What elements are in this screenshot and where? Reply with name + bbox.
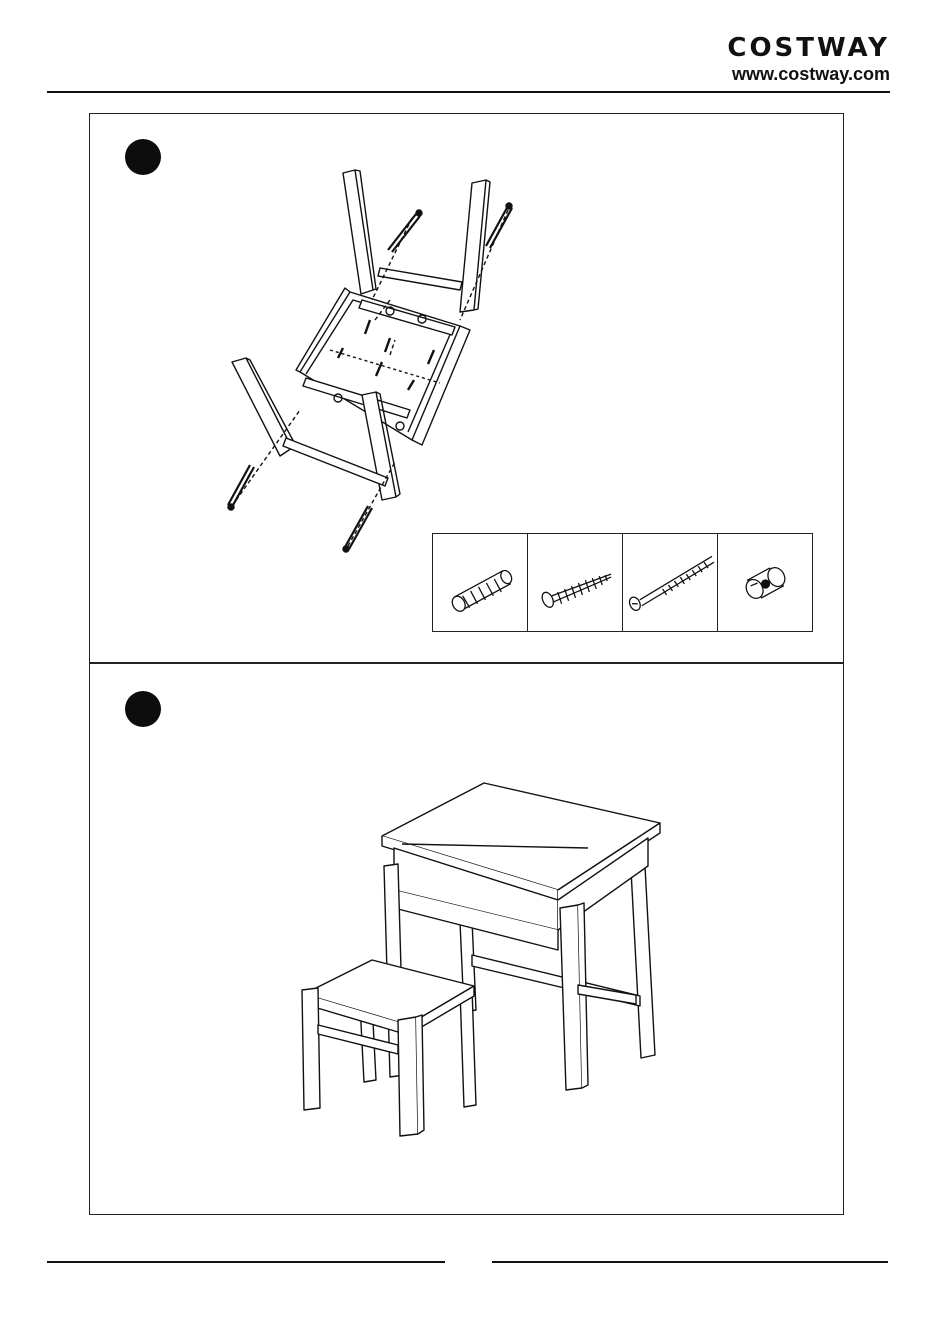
header-rule	[47, 91, 890, 93]
footer-rule-left	[47, 1261, 445, 1263]
step-1-marker	[125, 139, 161, 175]
part-dowel	[433, 534, 528, 631]
step-1-illustration	[210, 160, 530, 560]
part-long-bolt	[623, 534, 718, 631]
barrel-nut-icon	[718, 534, 812, 631]
hardware-parts-strip	[432, 533, 813, 632]
brand-url: www.costway.com	[727, 64, 890, 84]
wooden-dowel-icon	[433, 534, 527, 631]
step-2-marker	[125, 691, 161, 727]
part-wood-screw	[528, 534, 623, 631]
footer-rule-right	[492, 1261, 888, 1263]
part-barrel-nut	[718, 534, 812, 631]
brand-header: COSTWAY www.costway.com	[727, 34, 890, 84]
step-divider	[89, 662, 844, 664]
step-2-illustration	[295, 775, 665, 1145]
wood-screw-icon	[528, 534, 622, 631]
brand-logo: COSTWAY	[727, 34, 890, 62]
long-bolt-icon	[623, 534, 717, 631]
